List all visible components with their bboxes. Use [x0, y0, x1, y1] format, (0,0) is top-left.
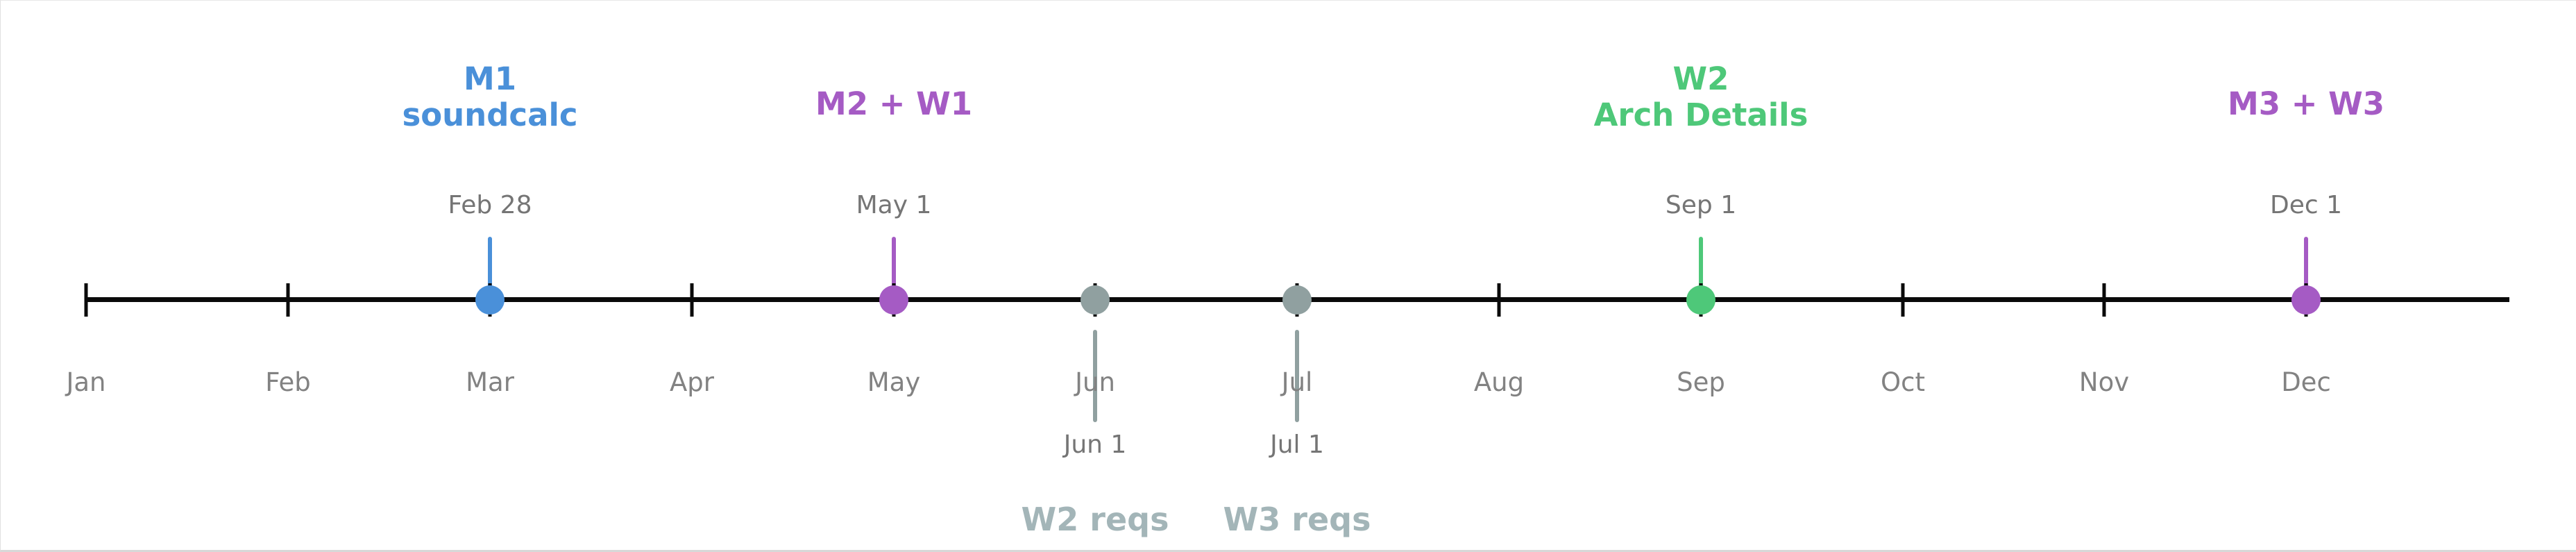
month-label-jul: Jul [1281, 367, 1313, 397]
axis-tick-oct [1901, 283, 1905, 317]
month-label-dec: Dec [2281, 367, 2331, 397]
month-label-oct: Oct [1881, 367, 1925, 397]
axis-tick-nov [2102, 283, 2106, 317]
milestone-stem [2304, 237, 2308, 290]
milestone-title: M2 + W1 [815, 85, 973, 122]
axis-tick-aug [1497, 283, 1501, 317]
milestone-date-label: Feb 28 [448, 191, 532, 219]
month-label-jun: Jun [1075, 367, 1115, 397]
month-label-feb: Feb [265, 367, 311, 397]
milestone-marker-dot [475, 285, 505, 315]
milestone-title: W3 reqs [1223, 501, 1371, 538]
milestone-date-label: Sep 1 [1665, 191, 1737, 219]
milestone-stem [892, 237, 896, 290]
milestone-marker-dot [1686, 285, 1715, 315]
month-label-sep: Sep [1677, 367, 1725, 397]
milestone-marker-dot [1282, 285, 1312, 315]
month-label-aug: Aug [1473, 367, 1525, 397]
milestone-title: M3 + W3 [2227, 85, 2385, 122]
milestone-title: W2 Arch Details [1593, 60, 1808, 133]
month-label-may: May [867, 367, 921, 397]
axis-tick-jan [84, 283, 88, 317]
axis-tick-feb [286, 283, 290, 317]
milestone-date-label: May 1 [856, 191, 932, 219]
month-label-mar: Mar [466, 367, 514, 397]
milestone-date-label: Jun 1 [1063, 430, 1127, 459]
milestone-marker-dot [879, 285, 908, 315]
milestone-stem [1093, 330, 1097, 422]
milestone-date-label: Dec 1 [2269, 191, 2343, 219]
milestone-stem [1295, 330, 1299, 422]
milestone-marker-dot [2291, 285, 2321, 315]
month-label-jan: Jan [66, 367, 106, 397]
axis-tick-apr [690, 283, 694, 317]
milestone-stem [488, 237, 492, 290]
milestone-title: W2 reqs [1021, 501, 1169, 538]
milestone-title: M1 soundcalc [402, 60, 578, 133]
milestone-date-label: Jul 1 [1270, 430, 1324, 459]
month-label-apr: Apr [669, 367, 715, 397]
milestone-stem [1699, 237, 1703, 290]
milestone-marker-dot [1081, 285, 1110, 315]
month-label-nov: Nov [2078, 367, 2130, 397]
